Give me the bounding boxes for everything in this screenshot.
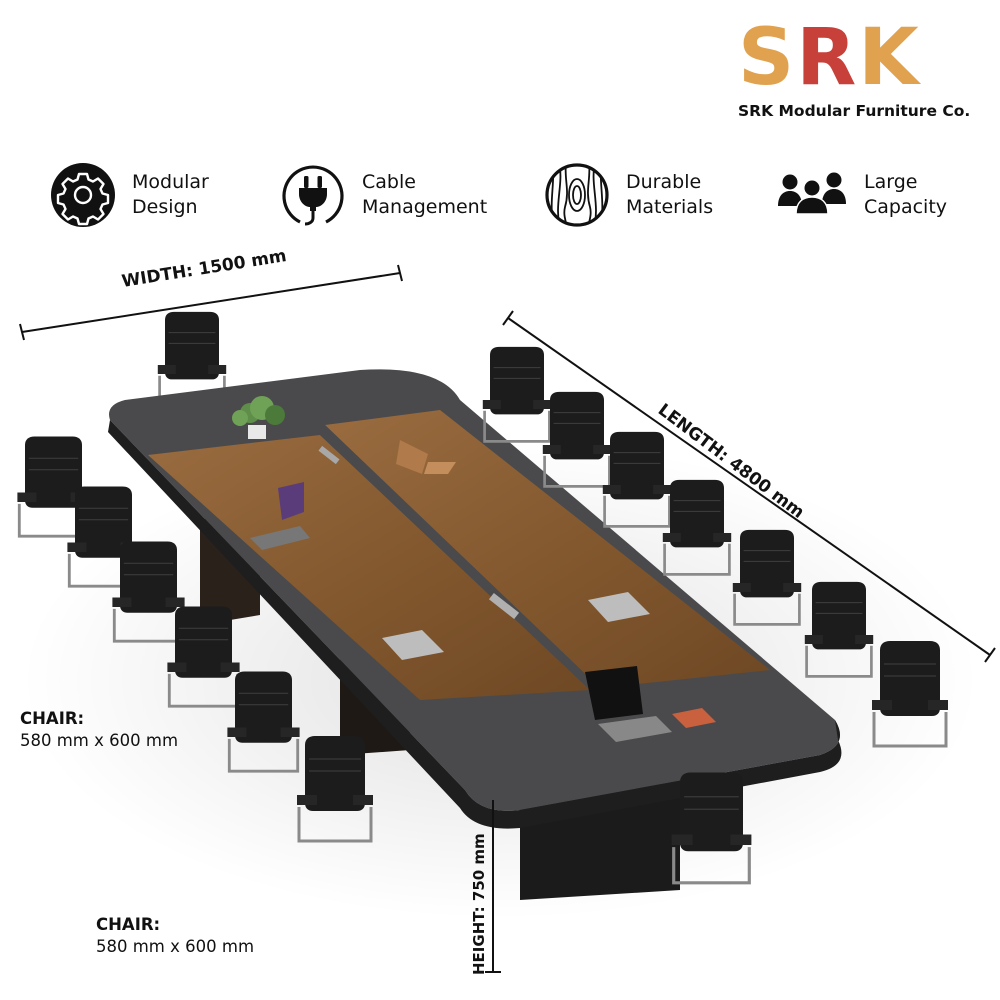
feature-label: Durable Materials [626,170,713,220]
wood-panel-left [148,435,590,700]
feature-label-line1: Large [864,171,918,193]
logo-letter-s: S [738,13,797,103]
feature-cable-management: Cable Management [280,162,487,228]
chair-right-1 [481,345,553,443]
tablet-1 [382,630,444,660]
chair-spec-value: 580 mm x 600 mm [20,731,179,750]
feature-label-line1: Cable [362,171,416,193]
feature-label-line1: Modular [132,171,209,193]
logo-mark: S R K [738,13,988,103]
wood-panel-right [325,410,770,688]
conference-table-illustration [15,264,996,973]
people-group-icon [778,172,846,215]
feature-list: Modular Design Cable Management [50,162,980,232]
chair-spec-value: 580 mm x 600 mm [96,937,255,956]
wood-grain-icon [545,163,609,227]
feature-label-line1: Durable [626,171,702,193]
plant [232,396,285,439]
height-label: HEIGHT: 750 mm [470,833,488,975]
length-dimension-line [502,310,996,663]
laptop-left [250,482,310,550]
chair-spec-title: CHAIR: [20,709,85,728]
logo-letter-k: K [858,13,921,103]
company-name: SRK Modular Furniture Co. [738,102,971,120]
plug-icon [282,165,344,226]
chair-spec-1: CHAIR: 580 mm x 600 mm [20,708,178,752]
feature-label: Modular Design [132,170,209,220]
feature-label: Large Capacity [864,170,947,220]
feature-label: Cable Management [362,170,487,220]
tablet-2 [588,592,650,622]
brand-logo: S R K SRK Modular Furniture Co. [738,13,988,120]
feature-label-line2: Design [132,196,198,218]
feature-durable-materials: Durable Materials [544,162,713,228]
width-dimension-line [19,264,403,341]
logo-letter-r: R [796,13,859,103]
notebook [672,708,716,728]
chair-spec-2: CHAIR: 580 mm x 600 mm [96,914,254,958]
feature-modular-design: Modular Design [50,162,209,228]
laptop-back [396,440,456,474]
height-dimension-line [485,800,501,973]
chair-spec-title: CHAIR: [96,915,161,934]
gear-icon [51,163,115,227]
feature-large-capacity: Large Capacity [776,162,947,228]
laptop-front [585,666,672,742]
feature-label-line2: Capacity [864,196,948,218]
feature-label-line2: Materials [626,196,714,218]
feature-label-line2: Management [362,196,488,218]
